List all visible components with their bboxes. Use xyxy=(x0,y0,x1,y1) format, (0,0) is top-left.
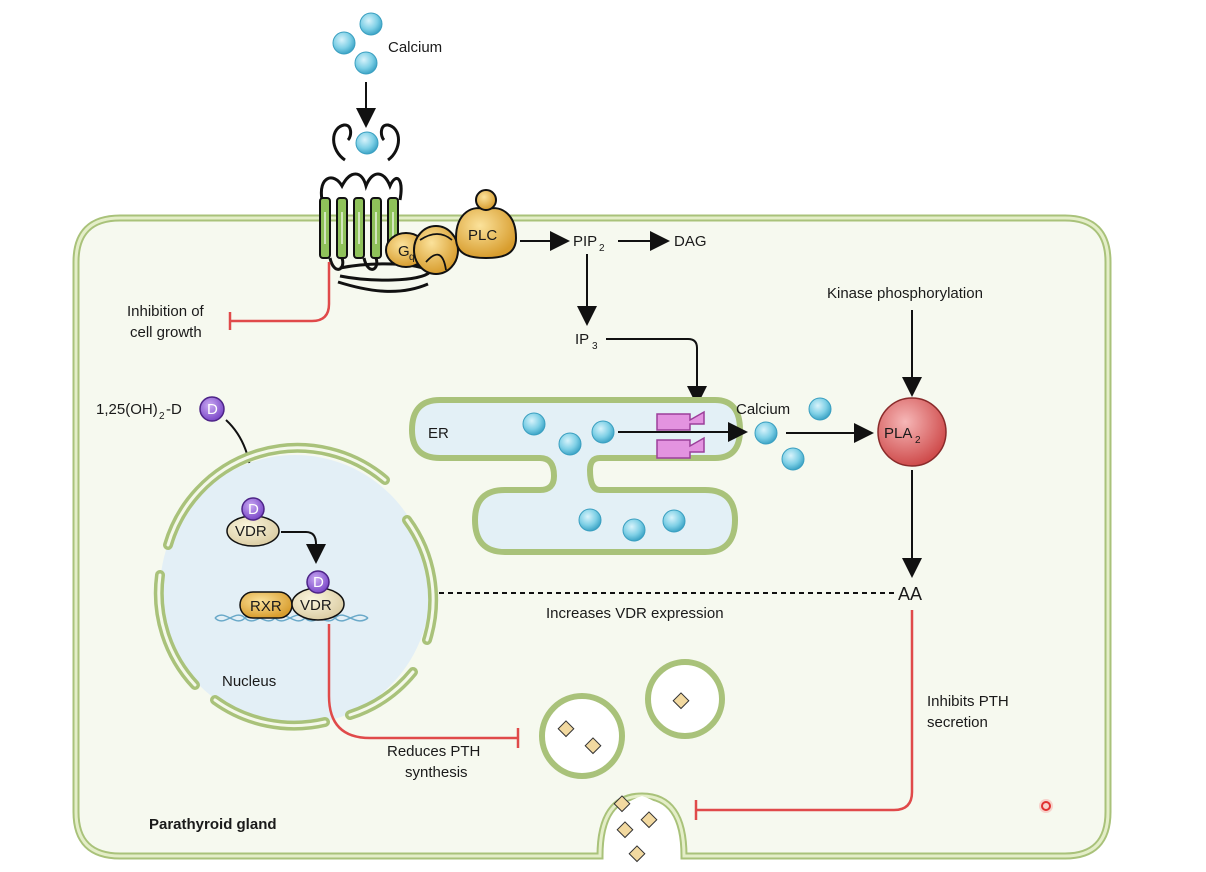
vdr-ligand-1 xyxy=(241,497,265,521)
pla2-subscript: 2 xyxy=(915,435,921,446)
inhibits-pth-secretion-line xyxy=(696,610,914,812)
rxr-label: RXR xyxy=(250,598,282,615)
vdr-to-rxr-arrow xyxy=(281,531,326,564)
reduces-label-2: synthesis xyxy=(405,764,468,781)
plc-label: PLC xyxy=(468,227,497,244)
ip3-to-channel-arrow xyxy=(606,338,707,406)
dna-strand xyxy=(214,614,369,622)
vitd-ligand xyxy=(199,396,225,422)
calcium-sensing-receptor xyxy=(319,123,433,293)
secretory-vesicle-2 xyxy=(645,659,725,739)
nucleus xyxy=(153,442,439,731)
calcium-ions-cytoplasm xyxy=(754,397,832,471)
inhibits-label-1: Inhibits PTH xyxy=(927,693,1009,710)
inhibition-label-1: Inhibition of xyxy=(127,303,205,320)
vdr-ligand-2 xyxy=(306,570,330,594)
vdr-ligand-letter-1: D xyxy=(248,501,259,518)
endoplasmic-reticulum xyxy=(408,397,744,555)
kinase-label: Kinase phosphorylation xyxy=(827,285,983,302)
ip3-subscript: 3 xyxy=(592,341,598,352)
ip3-label: IP xyxy=(575,331,589,348)
plc-enzyme xyxy=(454,189,518,260)
gq-label-g: G xyxy=(398,243,410,260)
ip3-receptor-channel xyxy=(656,410,705,459)
vitd-label: 1,25(OH) xyxy=(96,401,158,418)
reduces-pth-synthesis-line xyxy=(327,624,518,740)
aa-label: AA xyxy=(898,584,922,604)
cursor-indicator xyxy=(1039,799,1053,813)
pip2-label: PIP xyxy=(573,233,597,250)
pip2-subscript: 2 xyxy=(599,243,605,254)
nucleus-label: Nucleus xyxy=(222,673,276,690)
er-label: ER xyxy=(428,425,449,442)
inhibition-label-2: cell growth xyxy=(130,324,202,341)
calcium-top-label: Calcium xyxy=(388,39,442,56)
inhibition-cell-growth-line xyxy=(230,262,331,323)
vitd-ligand-letter: D xyxy=(207,401,218,418)
vdr-ligand-letter-2: D xyxy=(313,574,324,591)
dag-label: DAG xyxy=(674,233,707,250)
vdr-label-1: VDR xyxy=(235,523,267,540)
reduces-label-1: Reduces PTH xyxy=(387,743,480,760)
vdr-label-2: VDR xyxy=(300,597,332,614)
exocytosing-vesicle xyxy=(607,795,677,863)
calcium-ions-extracellular xyxy=(332,12,383,75)
pla2-label: PLA xyxy=(884,425,912,442)
calcium-ions-er xyxy=(522,412,686,542)
vitd-subscript: 2 xyxy=(159,411,165,422)
calcium-mid-label: Calcium xyxy=(736,401,790,418)
gq-label-q: q xyxy=(409,252,415,263)
gq-protein xyxy=(385,225,459,275)
pla2-enzyme xyxy=(877,397,947,467)
secretory-vesicle-1 xyxy=(539,693,625,779)
inhibits-label-2: secretion xyxy=(927,714,988,731)
vitd-label-end: -D xyxy=(166,401,182,418)
increases-vdr-label: Increases VDR expression xyxy=(546,605,724,622)
diagram-title: Parathyroid gland xyxy=(149,816,277,833)
